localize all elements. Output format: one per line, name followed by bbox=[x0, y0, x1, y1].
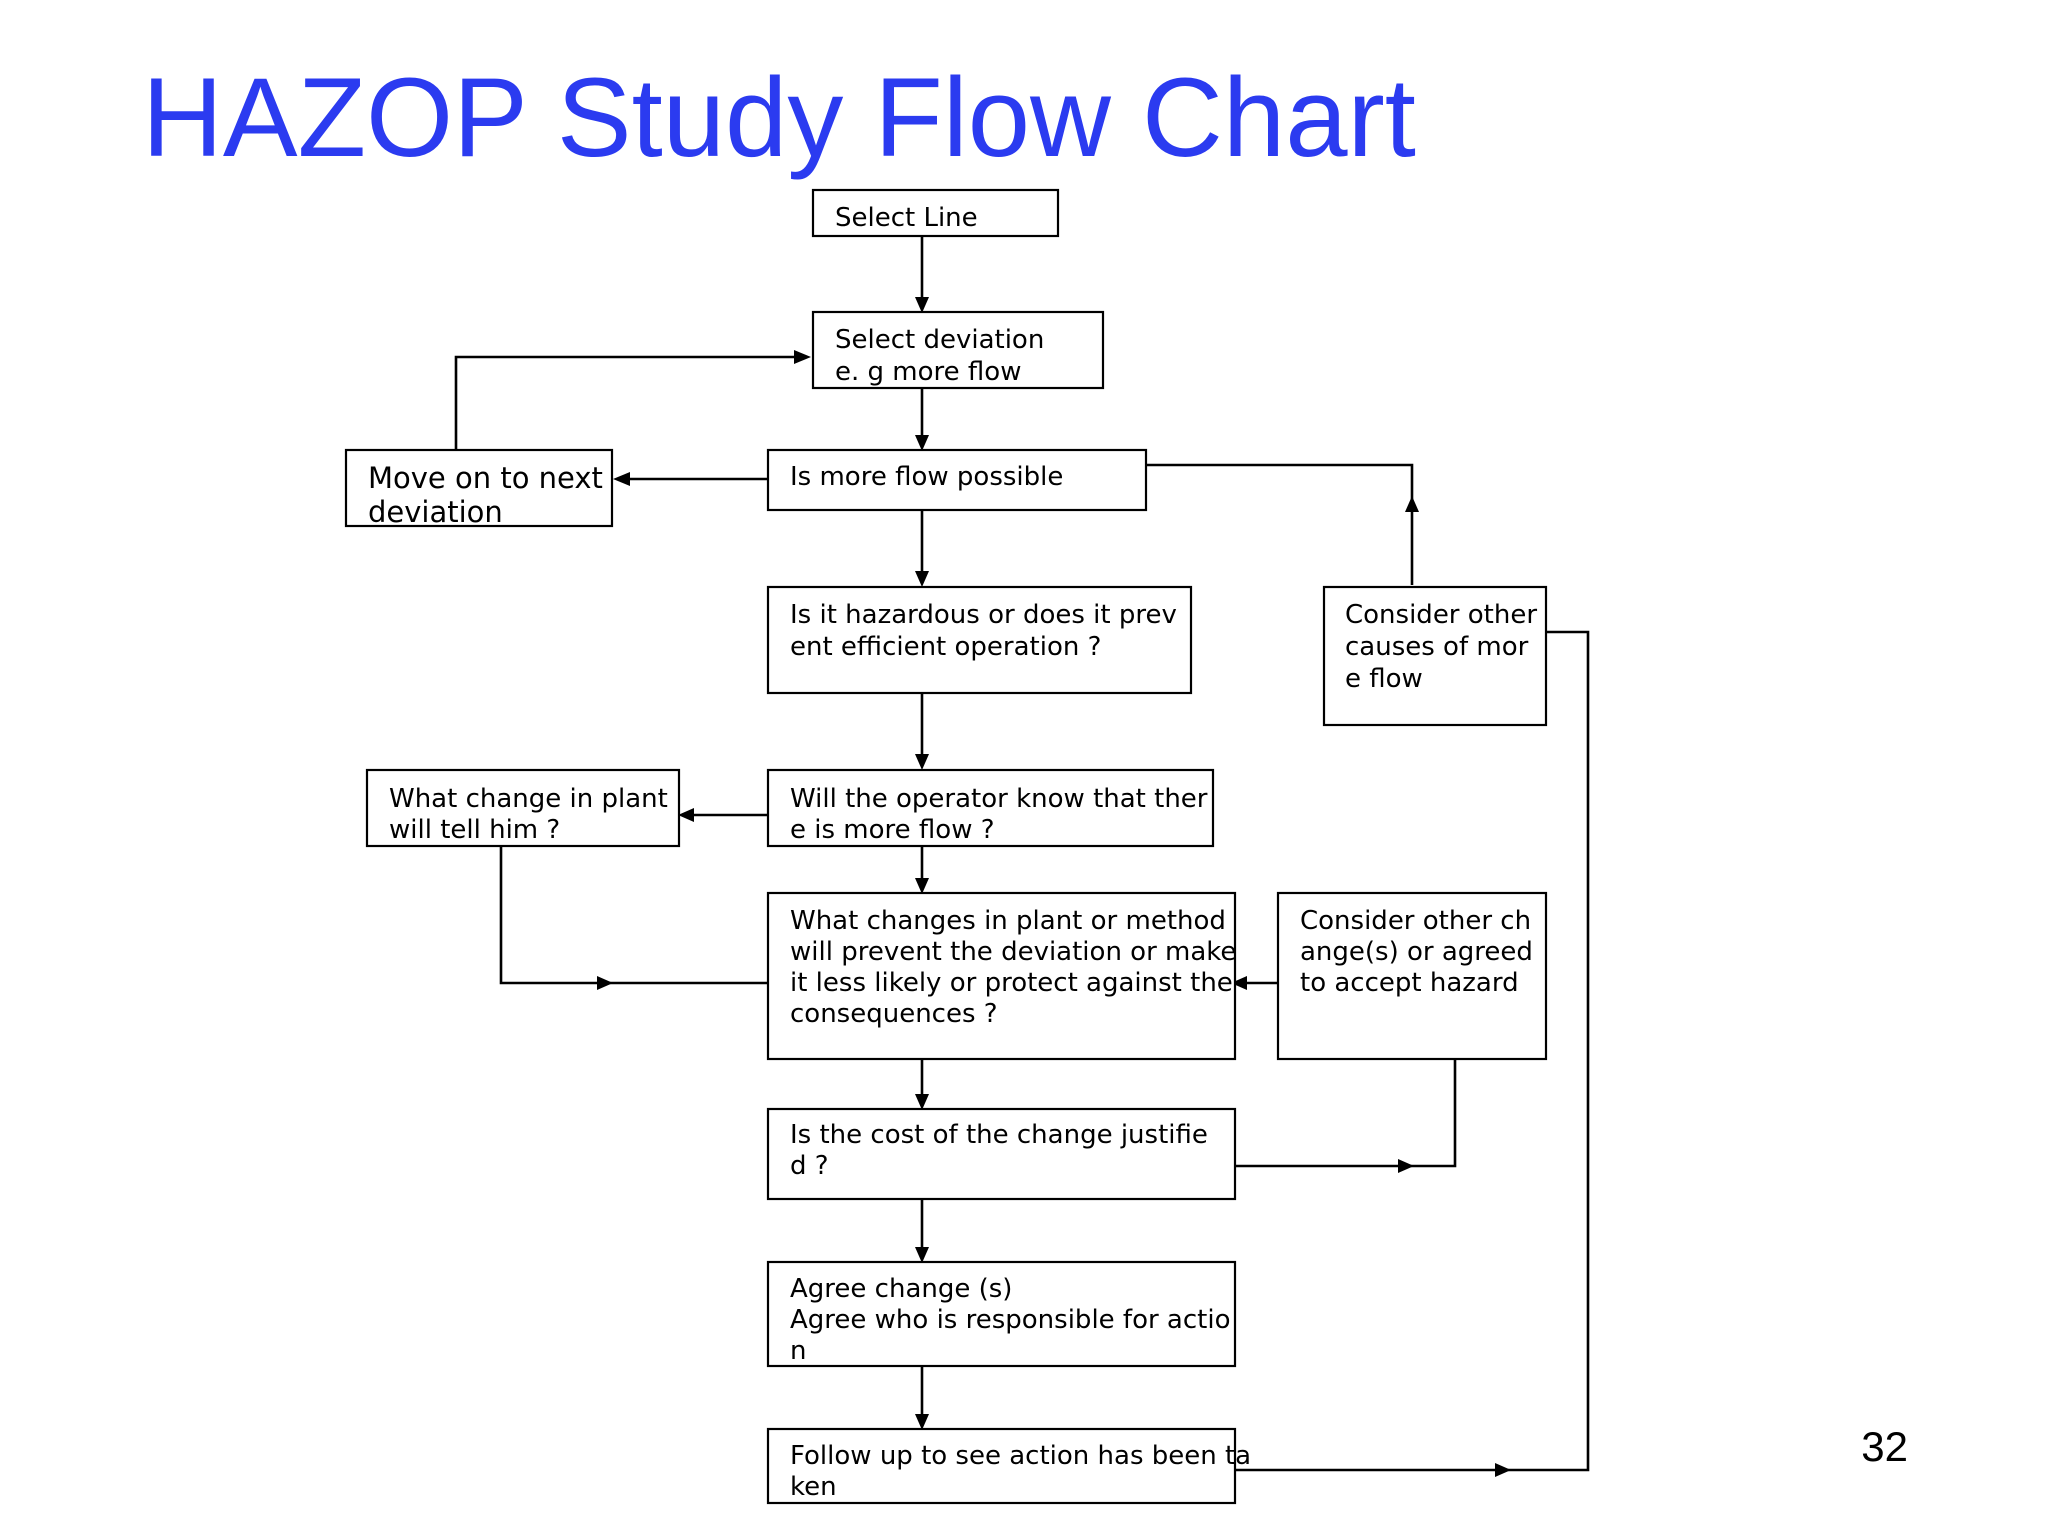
arrowhead-right bbox=[597, 976, 613, 990]
connectors bbox=[454, 237, 1590, 1472]
node-what-change-in-plant-will-tell-him: What change in plant will tell him ? bbox=[365, 768, 681, 848]
node-what-changes-in-plant-or-method: What changes in plant or method will pre… bbox=[766, 891, 1245, 1061]
arrowhead-right bbox=[794, 350, 811, 364]
node-plant-change-tell-text: What change in plant will tell him ? bbox=[389, 784, 676, 845]
node-more-flow-possible-text: Is more flow possible bbox=[790, 462, 1063, 492]
node-operator-know-text: Will the operator know that ther e is mo… bbox=[790, 784, 1216, 845]
arrowhead-right bbox=[1398, 1159, 1414, 1173]
arrowhead-down bbox=[915, 297, 929, 313]
edge-plant-change-to-what-changes-line bbox=[499, 846, 597, 985]
node-agree-change-text: Agree change (s) Agree who is responsibl… bbox=[790, 1274, 1239, 1366]
arrowhead-down bbox=[915, 571, 929, 587]
node-select-line-text: Select Line bbox=[835, 203, 978, 233]
slide-title: HAZOP Study Flow Chart bbox=[142, 55, 1416, 180]
arrowhead-down bbox=[915, 435, 929, 451]
arrowhead-left bbox=[678, 808, 694, 822]
node-select-line: Select Line bbox=[811, 188, 1060, 238]
edge-more-flow-possible-to-right-line bbox=[1144, 463, 1414, 510]
node-follow-up-text: Follow up to see action has been ta ken bbox=[790, 1441, 1259, 1502]
arrowheads bbox=[597, 297, 1511, 1477]
arrowhead-right bbox=[1495, 1463, 1511, 1477]
node-consider-other-causes: Consider other causes of mor e flow bbox=[1322, 585, 1548, 727]
node-select-deviation: Select deviation e. g more flow bbox=[811, 310, 1105, 390]
node-consider-other-changes: Consider other ch ange(s) or agreed to a… bbox=[1276, 891, 1548, 1061]
arrowhead-down bbox=[915, 1247, 929, 1263]
arrowhead-down bbox=[915, 1094, 929, 1110]
page-number: 32 bbox=[1861, 1423, 1908, 1470]
node-will-operator-know: Will the operator know that ther e is mo… bbox=[766, 768, 1216, 848]
edge-move-on-to-select-deviation bbox=[454, 355, 794, 449]
node-is-more-flow-possible: Is more flow possible bbox=[766, 448, 1148, 512]
node-cost-justified-text: Is the cost of the change justifie d ? bbox=[790, 1120, 1216, 1181]
node-agree-change: Agree change (s) Agree who is responsibl… bbox=[766, 1260, 1239, 1368]
node-hazardous-text: Is it hazardous or does it prev ent effi… bbox=[790, 600, 1185, 662]
node-consider-changes-text: Consider other ch ange(s) or agreed to a… bbox=[1300, 906, 1541, 998]
node-is-cost-justified: Is the cost of the change justifie d ? bbox=[766, 1107, 1237, 1201]
node-select-deviation-text: Select deviation e. g more flow bbox=[835, 325, 1053, 387]
node-move-on-text: Move on to next deviation bbox=[368, 461, 612, 529]
edge-consider-changes-down-line bbox=[1398, 1059, 1457, 1168]
node-what-changes-text: What changes in plant or method will pre… bbox=[790, 906, 1245, 1029]
arrowhead-left bbox=[1231, 976, 1247, 990]
arrowhead-up bbox=[1405, 496, 1419, 512]
node-move-on-to-next-deviation: Move on to next deviation bbox=[344, 448, 614, 529]
arrowhead-down bbox=[915, 878, 929, 894]
node-is-it-hazardous: Is it hazardous or does it prev ent effi… bbox=[766, 585, 1193, 695]
arrowhead-left bbox=[613, 472, 630, 486]
edge-consider-causes-to-follow-up-line bbox=[1495, 630, 1590, 1472]
arrowhead-down bbox=[915, 1414, 929, 1430]
arrowhead-down bbox=[915, 754, 929, 770]
node-consider-causes-text: Consider other causes of mor e flow bbox=[1345, 600, 1545, 694]
node-follow-up: Follow up to see action has been ta ken bbox=[766, 1427, 1259, 1505]
